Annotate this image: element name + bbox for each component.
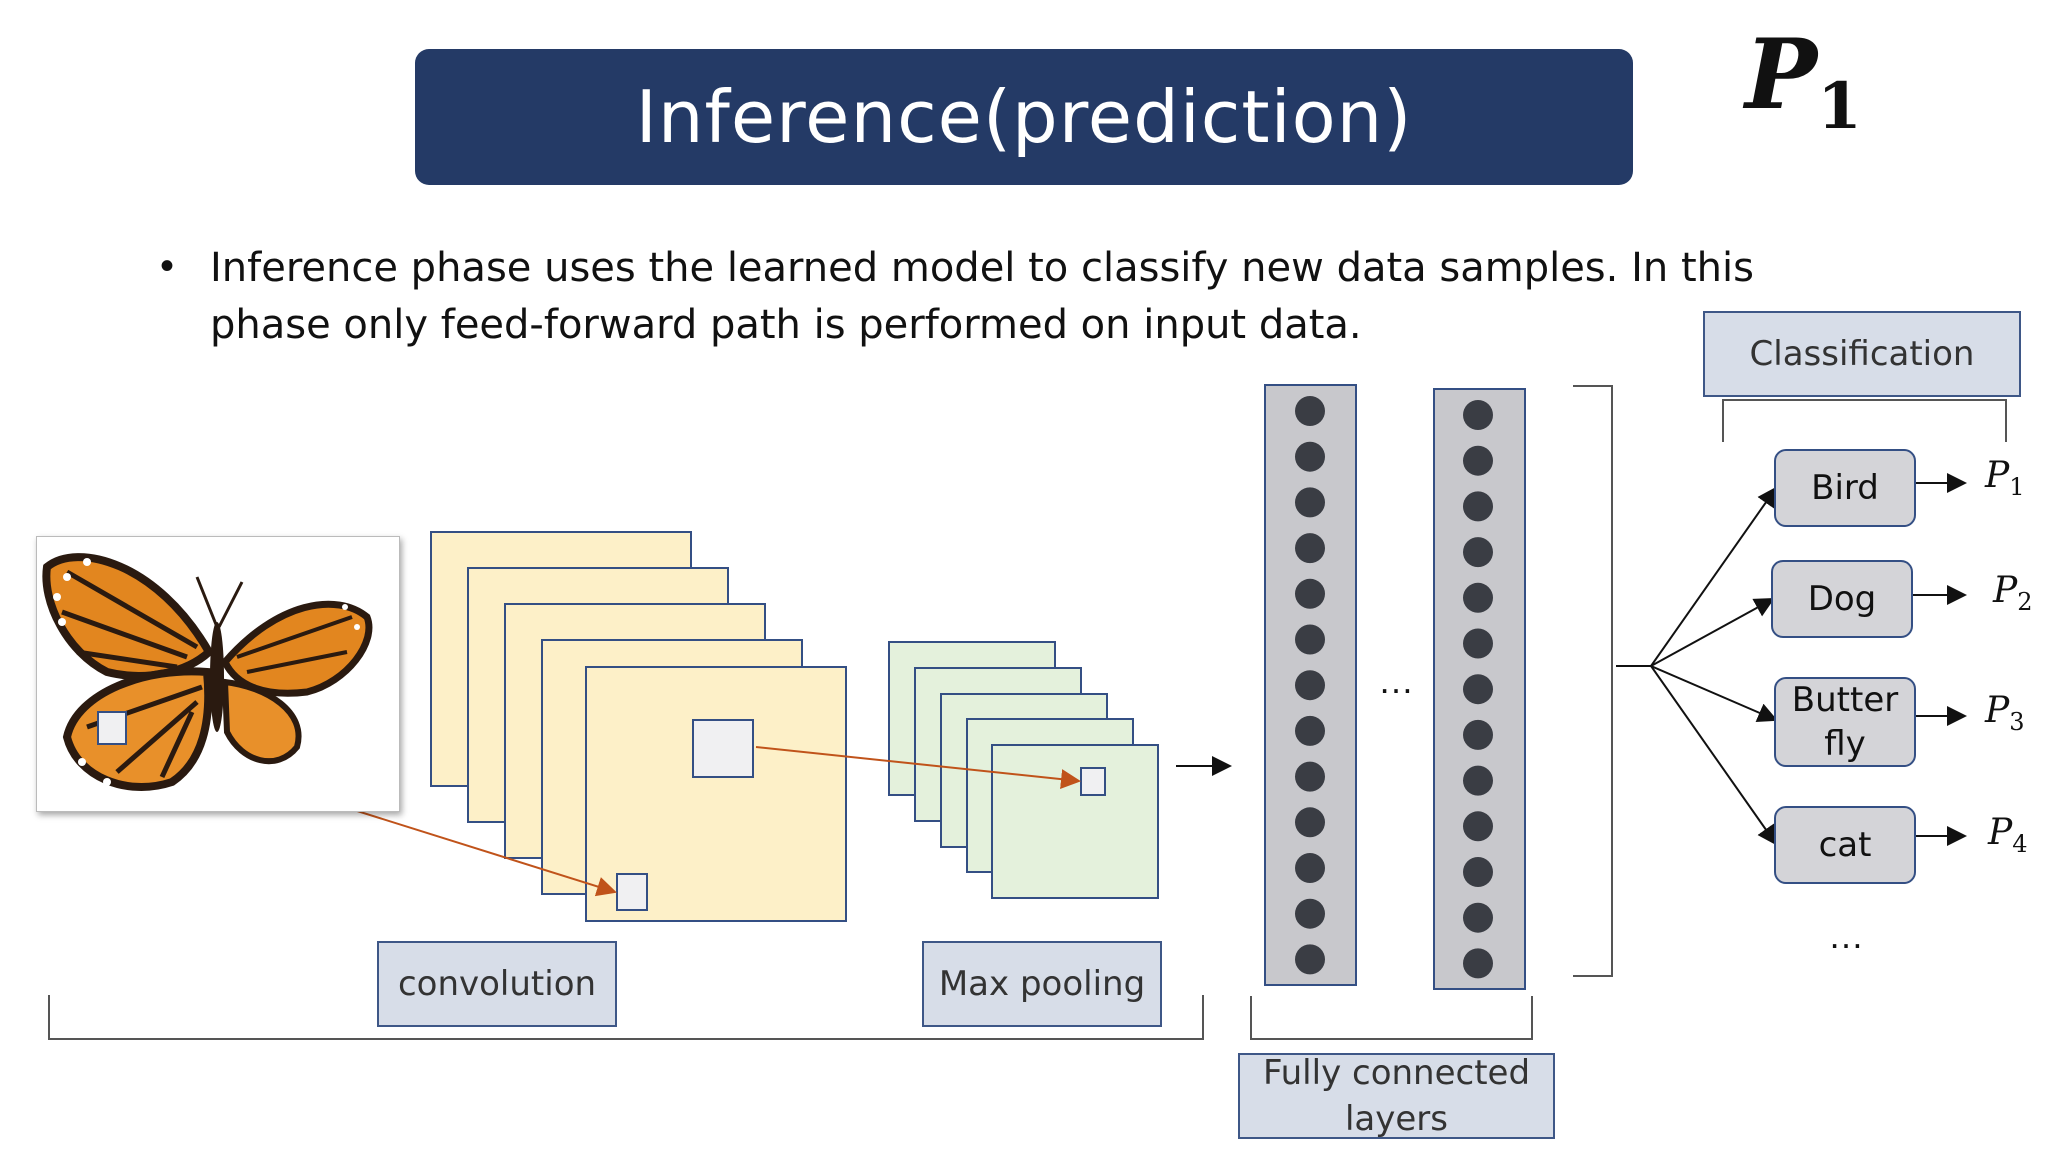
- input-image: [36, 536, 400, 812]
- fc-node: [1463, 537, 1493, 568]
- fc-node: [1463, 674, 1493, 705]
- classification-label: Classification: [1703, 311, 2021, 397]
- corner-symbol: P1: [1745, 18, 1862, 144]
- class-butterfly: Butter fly: [1774, 677, 1916, 767]
- fc-node: [1463, 582, 1493, 613]
- corner-symbol-sub: 1: [1817, 69, 1862, 145]
- fc-node: [1295, 533, 1325, 564]
- convolution-feature-maps: [430, 531, 847, 922]
- fc-node: [1295, 853, 1325, 883]
- fc-node: [1463, 765, 1493, 796]
- fc-node: [1295, 944, 1325, 975]
- page-title: Inference(prediction): [635, 75, 1413, 159]
- fc-node: [1463, 902, 1493, 933]
- fc-bracket: [1250, 996, 1533, 1040]
- fc-node: [1463, 857, 1493, 887]
- fc-node: [1295, 898, 1325, 929]
- fc-node: [1295, 670, 1325, 701]
- max-pooling-maps: [888, 641, 1159, 899]
- fc-node: [1295, 624, 1325, 655]
- right-bracket: [1573, 385, 1613, 977]
- arrow-to-dog: [1650, 598, 1775, 667]
- fc-node: [1295, 396, 1325, 426]
- fc-nodes: [1295, 396, 1493, 979]
- convolution-label: convolution: [377, 941, 617, 1027]
- classification-bracket: [1722, 399, 2007, 442]
- fc-node: [1295, 715, 1325, 746]
- class-dog: Dog: [1771, 560, 1913, 638]
- butterfly-icon: [42, 553, 373, 791]
- class-bird: Bird: [1774, 449, 1916, 527]
- corner-symbol-letter: P: [1745, 18, 1818, 131]
- fc-node: [1463, 400, 1493, 430]
- fc-node: [1463, 628, 1493, 659]
- arrow-to-butterfly: [1650, 665, 1778, 723]
- classes-ellipsis: …: [1828, 915, 1864, 956]
- fc-node: [1463, 948, 1493, 979]
- fc-node: [1295, 441, 1325, 472]
- arrow-to-cat: [1650, 665, 1778, 846]
- fc-node: [1295, 761, 1325, 792]
- fc-ellipsis: …: [1378, 660, 1414, 701]
- class-cat: cat: [1774, 806, 1916, 884]
- fully-connected-label: Fully connected layers: [1238, 1053, 1555, 1139]
- max-pooling-label: Max pooling: [922, 941, 1162, 1027]
- bullet-marker: •: [160, 244, 175, 288]
- arrow-to-bird: [1650, 486, 1778, 667]
- feature-extraction-bracket: [48, 995, 1204, 1040]
- title-banner: Inference(prediction): [415, 49, 1633, 185]
- prob-butterfly: P3: [1985, 690, 2025, 737]
- fc-node: [1463, 445, 1493, 476]
- fc-node: [1463, 811, 1493, 842]
- fc-node: [1463, 491, 1493, 522]
- pooling-arrow: [755, 746, 1081, 790]
- fc-node: [1463, 719, 1493, 750]
- fc-node: [1295, 807, 1325, 838]
- prob-bird: P1: [1985, 455, 2025, 502]
- bullet-text: Inference phase uses the learned model t…: [210, 245, 1754, 348]
- prob-dog: P2: [1993, 570, 2033, 617]
- fc-node: [1295, 487, 1325, 518]
- fc-node: [1295, 578, 1325, 609]
- prob-cat: P4: [1988, 812, 2028, 859]
